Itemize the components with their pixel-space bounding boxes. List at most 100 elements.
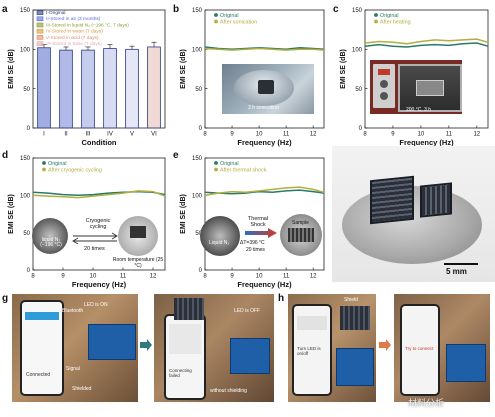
plot-frame (204, 9, 325, 129)
signal-label: Signal (66, 366, 80, 372)
x-tick-label: 10 (256, 274, 263, 280)
legend-marker (374, 13, 378, 17)
x-tick-label: 12 (310, 132, 317, 138)
arrow-right-icon-h (379, 339, 391, 351)
x-tick-label: 10 (256, 132, 263, 138)
y-tick-label: 50 (355, 87, 362, 93)
cycle-times-label: 20 times (84, 246, 105, 252)
x-tick-label: 10 (418, 132, 425, 138)
scale-bar-label: 5 mm (446, 267, 467, 276)
scale-bar (444, 263, 478, 265)
bar-III (81, 49, 95, 129)
y-tick-label: 100 (192, 194, 203, 200)
legend-label: Original (220, 13, 239, 19)
y-tick-label: 100 (352, 48, 363, 54)
y-tick-label: 0 (199, 268, 203, 274)
plot-frame (32, 9, 166, 129)
sonication-label: 3 h sonication (248, 105, 279, 111)
y-tick-label: 150 (352, 8, 363, 14)
sample-plate-photo: Sample (280, 214, 322, 256)
shield-case-h (340, 306, 370, 330)
led-on-label: LED is ON (84, 302, 108, 308)
bluetooth-label: Bluetooth (62, 308, 84, 314)
oven-control-panel (373, 64, 395, 108)
y-tick-label: 50 (23, 87, 30, 93)
x-tick-label: 10 (90, 274, 97, 280)
oven-chamber (398, 64, 462, 112)
legend-label: VI-Stored in base (7 days) (46, 41, 102, 47)
legend-label: Original (380, 13, 399, 19)
series-line-treated (32, 190, 166, 199)
shock-times-label: 20 times (246, 247, 265, 253)
shield-label: Shield (344, 297, 358, 303)
y-axis-label: EMI SE (dB) (180, 49, 187, 89)
legend-swatch (36, 22, 44, 28)
legend-label: II-Stored in air (3 months) (46, 16, 101, 22)
panel-label-d: d (2, 150, 9, 161)
legend-marker (214, 161, 218, 165)
series-line-treated (204, 186, 325, 197)
turn-led-text: Turn LED is on/off (297, 346, 321, 356)
shielded-label: Shielded (72, 386, 92, 392)
x-axis-label: Condition (82, 138, 117, 147)
sample-photo (416, 80, 444, 96)
y-tick-label: 50 (195, 231, 202, 237)
x-tick-label: 8 (203, 132, 207, 138)
x-tick-label: 11 (446, 132, 453, 138)
sonication-photo: 3 h sonication (222, 64, 314, 114)
legend-marker (42, 167, 46, 172)
plot-frame (204, 157, 325, 271)
bar-IV (103, 48, 117, 129)
thermal-shock-label: Thermal Shock (247, 216, 269, 228)
legend-label: V-Stored in acid (7 days) (46, 35, 99, 41)
plot-frame (364, 9, 489, 129)
y-tick-label: 150 (192, 8, 203, 14)
without-shielding-label: without shielding (210, 388, 247, 394)
liquid-nitrogen-photo-e: Liquid N₂ (200, 216, 240, 256)
legend-label: After cryogenic cycling (48, 168, 102, 174)
liquid-nitrogen-label-e: Liquid N₂ (209, 240, 230, 246)
delta-t-label: ΔT=396 °C (240, 240, 265, 246)
y-tick-label: 150 (20, 8, 31, 14)
series-line-original (204, 189, 325, 195)
series-line-original (32, 190, 166, 197)
legend-marker (42, 161, 46, 165)
bluetooth-shielded-photo-2: Connecting failed LED is OFF without shi… (154, 294, 274, 402)
panel-label-e: e (173, 150, 179, 161)
y-tick-label: 100 (20, 194, 31, 200)
legend-label: IV-Stored in water (7 days) (46, 29, 103, 35)
x-tick-label: 8 (363, 132, 367, 138)
panel-label-c: c (333, 4, 339, 15)
x-tick-label: 12 (473, 132, 480, 138)
x-axis-label: Frequency (Hz) (399, 138, 454, 147)
legend-swatch (36, 35, 44, 40)
connecting-failed-text: Connecting failed (169, 368, 192, 378)
bar-V (125, 48, 139, 129)
y-axis-label: EMI SE (dB) (8, 194, 15, 234)
x-tick-label: III (85, 132, 90, 138)
panel-label-a: a (2, 4, 8, 15)
shield-phone-photo-1: Turn LED is on/off Shield (288, 294, 376, 402)
legend-marker (214, 167, 218, 172)
y-axis-label: EMI SE (dB) (180, 194, 187, 234)
y-axis-label: EMI SE (dB) (340, 49, 347, 89)
x-axis-label: Frequency (Hz) (72, 280, 127, 289)
arduino-board-4 (446, 344, 486, 382)
shield-phone-photo-2: Try to connect (394, 294, 490, 402)
y-tick-label: 150 (20, 156, 31, 162)
watermark: 材料分析 (408, 398, 445, 408)
x-tick-label: 12 (310, 274, 317, 280)
y-tick-label: 100 (20, 48, 31, 54)
y-tick-label: 0 (359, 126, 363, 132)
arduino-board-2 (230, 338, 270, 374)
oven-photo: 200 °C, 3 h (370, 60, 462, 114)
legend-label: Original (220, 161, 239, 167)
x-tick-label: II (64, 132, 68, 138)
bluetooth-shielded-photo-1: Connected LED is ON Bluetooth Signal Shi… (12, 294, 138, 402)
x-tick-label: 12 (150, 274, 157, 280)
